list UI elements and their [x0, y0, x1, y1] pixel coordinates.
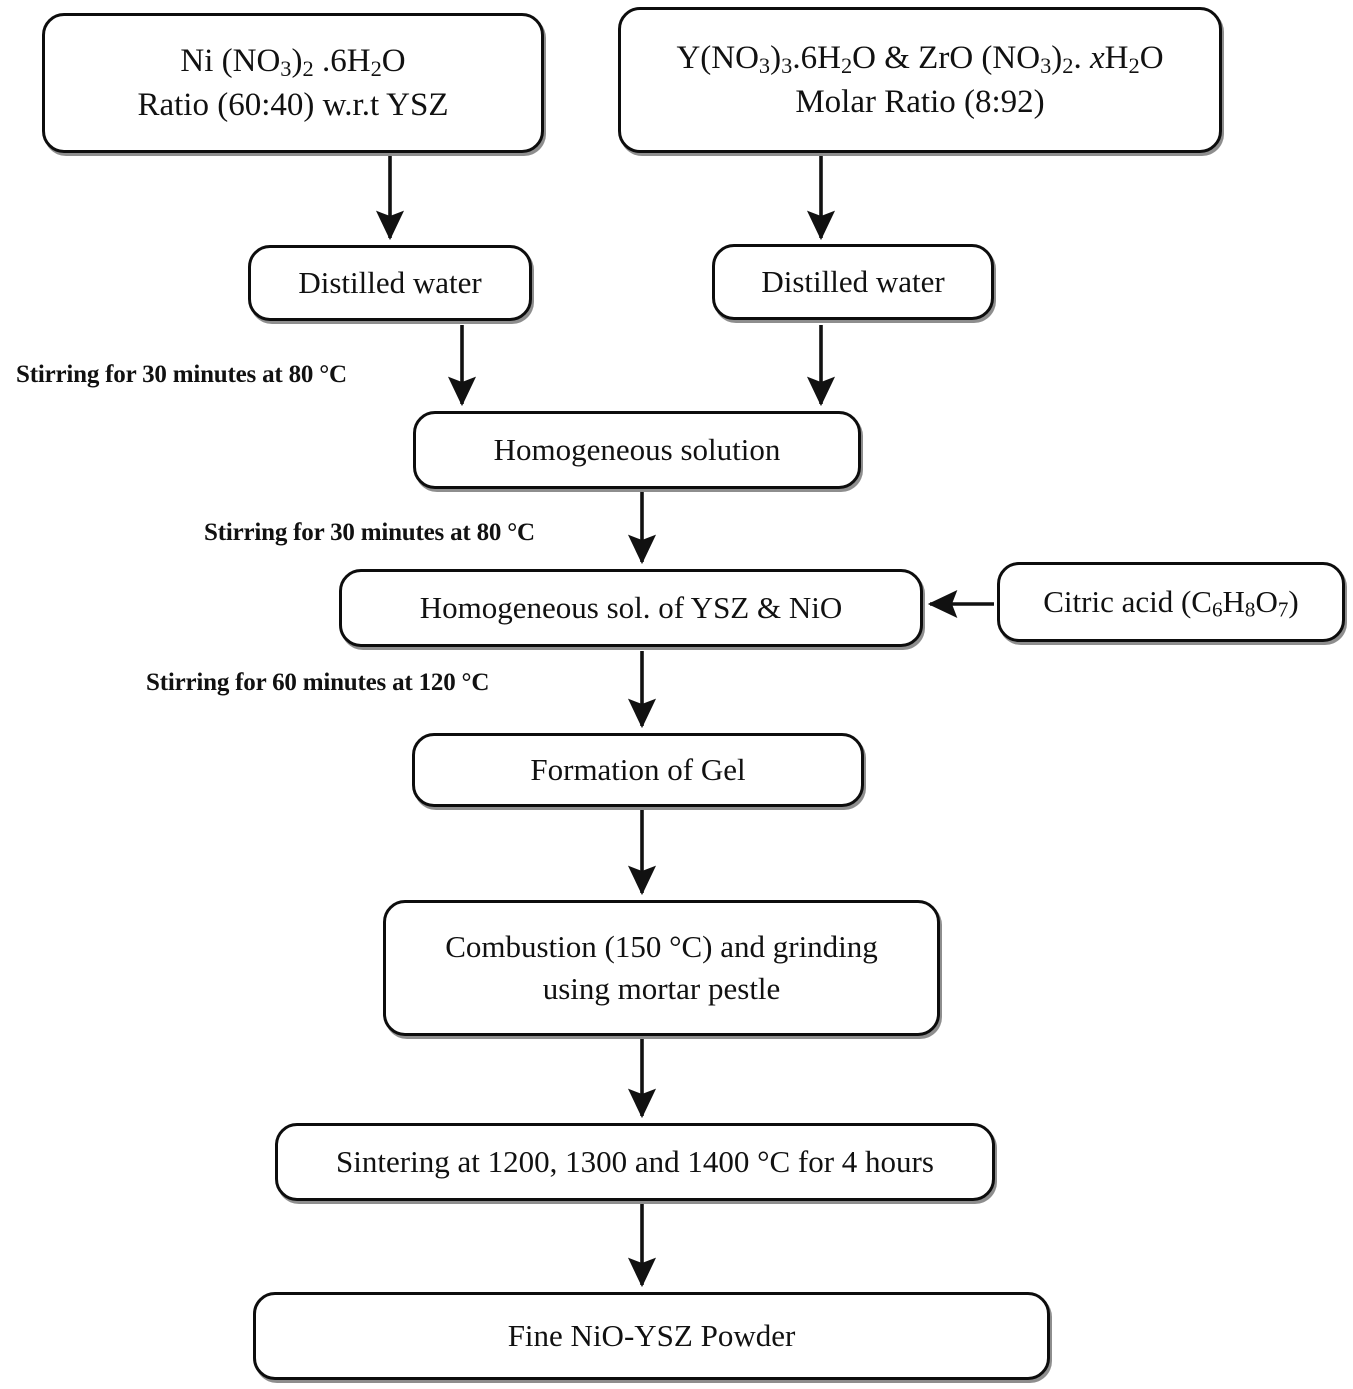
node-homogeneous-sol-ysz-nio[interactable]: Homogeneous sol. of YSZ & NiO: [339, 569, 923, 647]
nickel-precursor-line1: Ni (NO3)2 .6H2O: [180, 42, 406, 81]
node-distilled-water-right[interactable]: Distilled water: [712, 244, 994, 320]
combustion-line1: Combustion (150 °C) and grinding: [445, 929, 878, 965]
combustion-line2: using mortar pestle: [542, 971, 781, 1006]
final-product-label: Fine NiO-YSZ Powder: [507, 1318, 796, 1354]
distilled-water-right-label: Distilled water: [761, 264, 945, 300]
node-combustion-grinding[interactable]: Combustion (150 °C) and grinding using m…: [383, 900, 940, 1036]
distilled-water-left-label: Distilled water: [298, 265, 482, 301]
homogeneous-sol-ysz-nio-label: Homogeneous sol. of YSZ & NiO: [419, 590, 843, 626]
formation-of-gel-label: Formation of Gel: [530, 752, 746, 788]
citric-acid-label: Citric acid (C6H8O7): [1043, 584, 1299, 622]
node-nickel-precursor[interactable]: Ni (NO3)2 .6H2O Ratio (60:40) w.r.t YSZ: [42, 13, 544, 153]
node-citric-acid[interactable]: Citric acid (C6H8O7): [997, 562, 1345, 642]
nickel-precursor-line2: Ratio (60:40) w.r.t YSZ: [137, 87, 449, 123]
node-homogeneous-solution[interactable]: Homogeneous solution: [413, 411, 861, 489]
homogeneous-solution-label: Homogeneous solution: [493, 432, 781, 468]
ysz-precursor-line2: Molar Ratio (8:92): [795, 84, 1045, 120]
ysz-precursor-line1: Y(NO3)3.6H2O & ZrO (NO3)2. xH2O: [676, 39, 1164, 78]
annotation-stirring-3: Stirring for 60 minutes at 120 °C: [146, 669, 490, 696]
node-sintering[interactable]: Sintering at 1200, 1300 and 1400 °C for …: [275, 1123, 995, 1201]
sintering-label: Sintering at 1200, 1300 and 1400 °C for …: [336, 1144, 934, 1180]
annotation-stirring-1: Stirring for 30 minutes at 80 °C: [16, 361, 347, 388]
node-distilled-water-left[interactable]: Distilled water: [248, 245, 532, 321]
node-final-product[interactable]: Fine NiO-YSZ Powder: [253, 1292, 1050, 1380]
node-formation-of-gel[interactable]: Formation of Gel: [412, 733, 864, 807]
annotation-stirring-2: Stirring for 30 minutes at 80 °C: [204, 519, 535, 546]
node-ysz-precursor[interactable]: Y(NO3)3.6H2O & ZrO (NO3)2. xH2O Molar Ra…: [618, 7, 1222, 153]
